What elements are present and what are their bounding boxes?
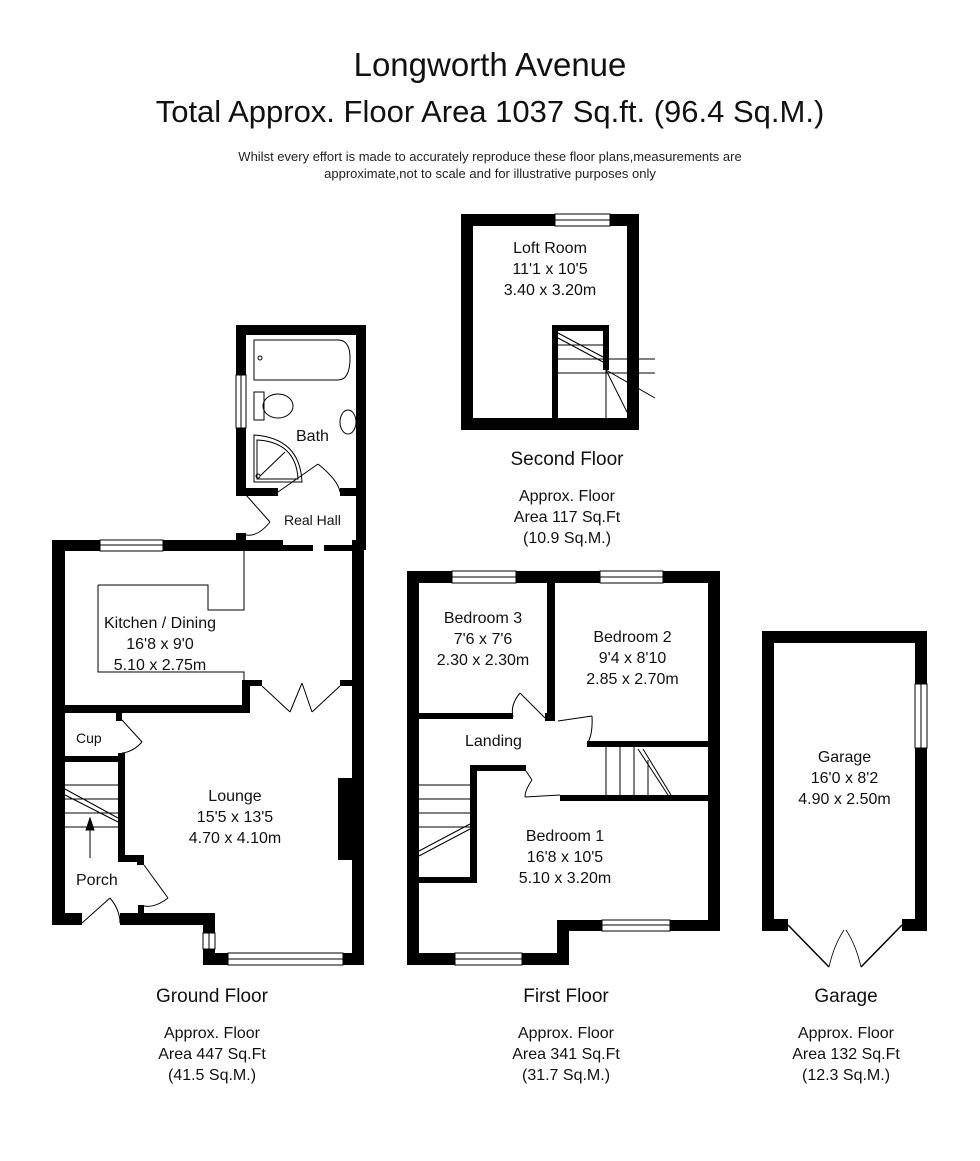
ground-floor-area: Approx. Floor Area 447 Sq.Ft (41.5 Sq.M.… bbox=[112, 1023, 312, 1086]
ground-windows bbox=[99, 374, 344, 966]
room-dimensions-imperial: 15'5 x 13'5 bbox=[196, 809, 274, 826]
room-dimensions-metric: 3.40 x 3.20m bbox=[503, 282, 597, 299]
room-kitchen-dining: Kitchen / Dining 16'8 x 9'0 5.10 x 2.75m bbox=[90, 613, 230, 676]
room-dimensions-metric: 5.10 x 2.75m bbox=[113, 657, 207, 674]
area-line-1: Approx. Floor bbox=[517, 1025, 615, 1042]
loft-stairs bbox=[557, 332, 656, 419]
room-name: Bedroom 2 bbox=[593, 629, 672, 646]
room-bedroom-2: Bedroom 2 9'4 x 8'10 2.85 x 2.70m bbox=[557, 627, 708, 690]
room-landing: Landing bbox=[465, 733, 522, 750]
area-line-3: (41.5 Sq.M.) bbox=[167, 1067, 257, 1084]
disclaimer: Whilst every effort is made to accuratel… bbox=[0, 148, 980, 182]
room-name: Lounge bbox=[208, 788, 262, 805]
room-garage: Garage 16'0 x 8'2 4.90 x 2.50m bbox=[774, 747, 915, 810]
second-floor-name: Second Floor bbox=[510, 449, 624, 470]
area-line-3: (10.9 Sq.M.) bbox=[522, 530, 612, 547]
room-lounge: Lounge 15'5 x 13'5 4.70 x 4.10m bbox=[160, 786, 310, 849]
room-real-hall: Real Hall bbox=[284, 512, 341, 528]
room-dimensions-metric: 4.70 x 4.10m bbox=[188, 830, 282, 847]
first-floor-area: Approx. Floor Area 341 Sq.Ft (31.7 Sq.M.… bbox=[466, 1023, 666, 1086]
area-line-3: (12.3 Sq.M.) bbox=[801, 1067, 891, 1084]
garage-floor-area: Approx. Floor Area 132 Sq.Ft (12.3 Sq.M.… bbox=[746, 1023, 946, 1086]
room-dimensions-metric: 5.10 x 3.20m bbox=[518, 870, 612, 887]
room-dimensions-imperial: 16'8 x 9'0 bbox=[126, 636, 194, 653]
room-bedroom-1: Bedroom 1 16'8 x 10'5 5.10 x 3.20m bbox=[490, 826, 640, 889]
room-name: Garage bbox=[817, 749, 872, 766]
room-bath: Bath bbox=[296, 428, 329, 445]
room-cup: Cup bbox=[76, 730, 102, 746]
area-line-2: Area 341 Sq.Ft bbox=[512, 1046, 620, 1063]
area-line-1: Approx. Floor bbox=[518, 488, 616, 505]
ground-floor-plan bbox=[52, 325, 366, 965]
ground-fixtures bbox=[64, 339, 357, 924]
garage-doors bbox=[787, 924, 903, 968]
room-dimensions-metric: 4.90 x 2.50m bbox=[798, 791, 891, 808]
ground-floor-name: Ground Floor bbox=[156, 986, 268, 1007]
room-dimensions-metric: 2.30 x 2.30m bbox=[436, 652, 530, 669]
garage-window bbox=[914, 683, 928, 749]
room-dimensions-imperial: 7'6 x 7'6 bbox=[453, 631, 513, 648]
room-dimensions-metric: 2.85 x 2.70m bbox=[586, 671, 679, 688]
first-windows bbox=[451, 570, 671, 966]
room-name: Kitchen / Dining bbox=[103, 615, 217, 632]
page-title: Longworth Avenue bbox=[353, 46, 627, 83]
first-floor-name: First Floor bbox=[523, 986, 609, 1007]
area-line-1: Approx. Floor bbox=[797, 1025, 895, 1042]
room-bedroom-3: Bedroom 3 7'6 x 7'6 2.30 x 2.30m bbox=[419, 608, 547, 671]
room-loft: Loft Room 11'1 x 10'5 3.40 x 3.20m bbox=[473, 238, 627, 301]
room-name: Loft Room bbox=[513, 240, 587, 257]
area-line-2: Area 447 Sq.Ft bbox=[158, 1046, 266, 1063]
room-dimensions-imperial: 9'4 x 8'10 bbox=[598, 650, 667, 667]
room-dimensions-imperial: 16'0 x 8'2 bbox=[810, 770, 879, 787]
area-line-2: Area 132 Sq.Ft bbox=[792, 1046, 900, 1063]
garage-floor-name: Garage bbox=[814, 986, 878, 1007]
first-fixtures bbox=[418, 692, 672, 857]
area-line-2: Area 117 Sq.Ft bbox=[513, 509, 621, 526]
room-name: Bedroom 3 bbox=[443, 610, 523, 627]
total-area-subtitle: Total Approx. Floor Area 1037 Sq.ft. (96… bbox=[155, 94, 825, 129]
loft-window bbox=[554, 213, 611, 227]
room-porch: Porch bbox=[76, 872, 118, 889]
second-floor-area: Approx. Floor Area 117 Sq.Ft (10.9 Sq.M.… bbox=[467, 486, 667, 549]
room-name: Bedroom 1 bbox=[525, 828, 605, 845]
room-dimensions-imperial: 11'1 x 10'5 bbox=[512, 261, 588, 278]
room-dimensions-imperial: 16'8 x 10'5 bbox=[526, 849, 604, 866]
area-line-1: Approx. Floor bbox=[163, 1025, 261, 1042]
area-line-3: (31.7 Sq.M.) bbox=[521, 1067, 611, 1084]
disclaimer-line-2: approximate,not to scale and for illustr… bbox=[324, 166, 656, 181]
disclaimer-line-1: Whilst every effort is made to accuratel… bbox=[238, 149, 742, 164]
